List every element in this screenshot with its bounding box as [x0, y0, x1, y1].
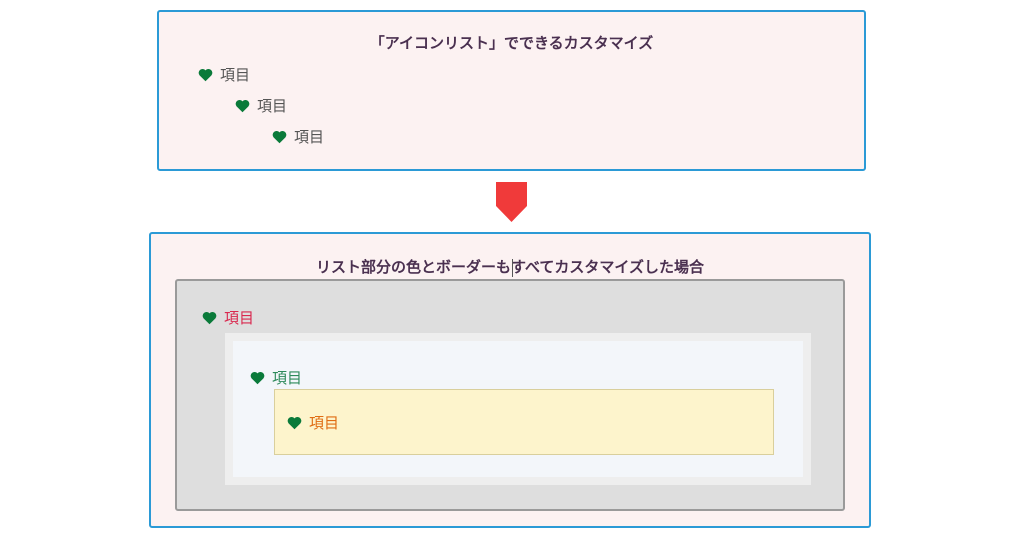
list-item-label: 項目 — [220, 66, 251, 84]
box-title: リスト部分の色とボーダーも​すべてカスタマイズした場合 — [151, 256, 869, 277]
list-level-3: 項目 — [274, 389, 774, 455]
list-item: 項目 — [202, 307, 254, 328]
list-level-2: 項目 項目 — [225, 333, 811, 485]
list-item: 項目 — [235, 95, 287, 116]
list-item-label: 項目 — [257, 97, 288, 115]
list-item-label: 項目 — [224, 309, 255, 327]
heart-icon — [198, 68, 213, 82]
list-item: 項目 — [250, 367, 302, 388]
box-title: 「アイコンリスト」でできるカスタマイズ — [369, 34, 654, 52]
title-part-2: すべてカスタマイズした場合 — [511, 258, 704, 276]
heart-icon — [202, 311, 217, 325]
customized-list-example-box: リスト部分の色とボーダーも​すべてカスタマイズした場合 項目 項目 項目 — [149, 232, 871, 528]
list-item: 項目 — [198, 64, 250, 85]
heart-icon — [272, 130, 287, 144]
arrow-down-icon — [496, 182, 527, 222]
icon-list-example-box: 「アイコンリスト」でできるカスタマイズ 項目 項目 項目 — [157, 10, 866, 171]
list-item: 項目 — [287, 412, 339, 433]
title-part-1: リスト部分の色とボーダーも — [316, 258, 512, 276]
list-item: 項目 — [272, 126, 324, 147]
heart-icon — [250, 371, 265, 385]
list-level-1: 項目 項目 項目 — [175, 279, 845, 511]
heart-icon — [287, 416, 302, 430]
list-item-label: 項目 — [272, 369, 303, 387]
heart-icon — [235, 99, 250, 113]
list-item-label: 項目 — [309, 414, 340, 432]
list-item-label: 項目 — [294, 128, 325, 146]
